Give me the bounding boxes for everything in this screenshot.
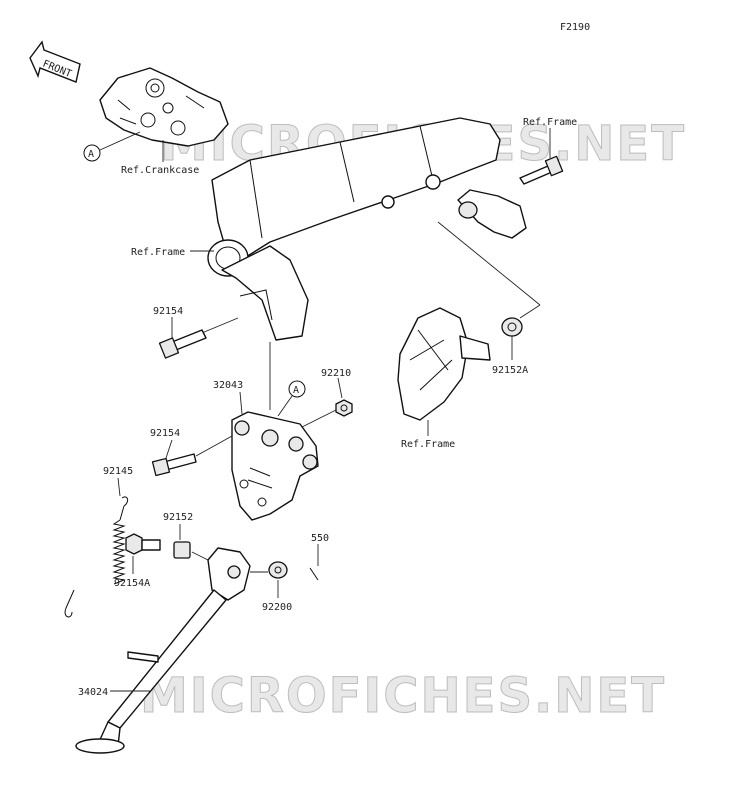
label-32043: 32043 — [213, 380, 243, 391]
label-ref-frame-top: Ref.Frame — [523, 117, 577, 128]
label-92154-upper: 92154 — [153, 306, 183, 317]
frame-bracket-right — [397, 307, 491, 421]
front-arrow-icon: FRONT — [29, 40, 81, 83]
callout-a-letter: A — [88, 149, 94, 160]
label-ref-crankcase: Ref.Crankcase — [121, 165, 199, 176]
label-92200: 92200 — [262, 602, 292, 613]
bolt-92154a — [125, 533, 161, 555]
label-92145: 92145 — [103, 466, 133, 477]
bolt-top-right — [519, 155, 564, 185]
label-92152: 92152 — [163, 512, 193, 523]
bushing-92152a — [501, 317, 523, 337]
label-ref-frame-left: Ref.Frame — [131, 247, 185, 258]
label-34024: 34024 — [78, 687, 108, 698]
watermark-bottom: MICROFICHES.NET — [140, 668, 666, 724]
label-550: 550 — [311, 533, 329, 544]
label-92154a: 92154A — [114, 578, 150, 589]
side-stand-34024 — [75, 547, 251, 754]
bolt-92154-lower — [151, 453, 197, 477]
callout-a-crankcase — [83, 144, 101, 162]
collar-92152 — [173, 541, 191, 559]
diagram-code: F2190 — [560, 22, 590, 33]
label-92210: 92210 — [321, 368, 351, 379]
callout-a-bracket — [288, 380, 306, 398]
frame-beam — [207, 117, 527, 341]
spring-92145 — [64, 496, 129, 618]
label-92154-lower: 92154 — [150, 428, 180, 439]
nut-92210 — [335, 399, 353, 417]
label-92152a: 92152A — [492, 365, 528, 376]
bolt-92154-upper — [158, 329, 207, 359]
pin-550 — [309, 567, 319, 581]
bracket-32043 — [231, 411, 319, 521]
label-ref-frame-right: Ref.Frame — [401, 439, 455, 450]
crankcase-fragment — [99, 67, 229, 147]
washer-92200 — [268, 561, 288, 579]
callout-a-bracket-letter: A — [293, 385, 299, 396]
